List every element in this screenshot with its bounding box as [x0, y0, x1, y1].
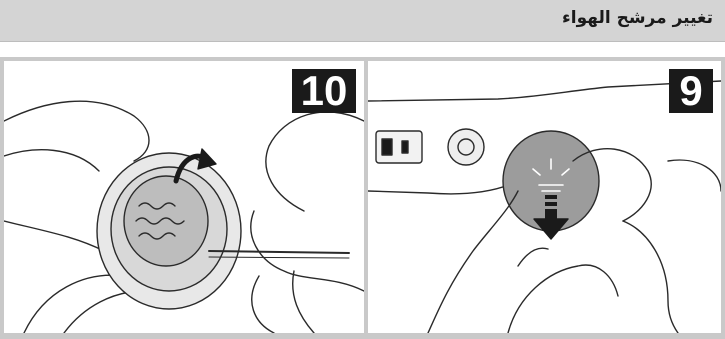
section-title: تغيير مرشح الهواء: [562, 8, 713, 28]
step-number-badge: 10: [292, 69, 356, 113]
left-hand-lower: [24, 275, 124, 333]
device-knob: [448, 129, 484, 165]
illustration-frame: 10: [0, 57, 725, 339]
section-header: تغيير مرشح الهواء: [0, 0, 725, 42]
left-hand-finger-2: [4, 150, 99, 171]
hand-thumb-left: [428, 191, 518, 333]
right-hand-upper: [266, 112, 364, 211]
step-number-badge: 9: [669, 69, 713, 113]
step-9-panel: 9: [368, 61, 721, 333]
step-10-panel: 10: [4, 61, 364, 333]
left-hand-finger-1: [4, 101, 149, 161]
left-hand-palm: [4, 221, 104, 251]
pull-arrow-icon: [545, 195, 557, 199]
